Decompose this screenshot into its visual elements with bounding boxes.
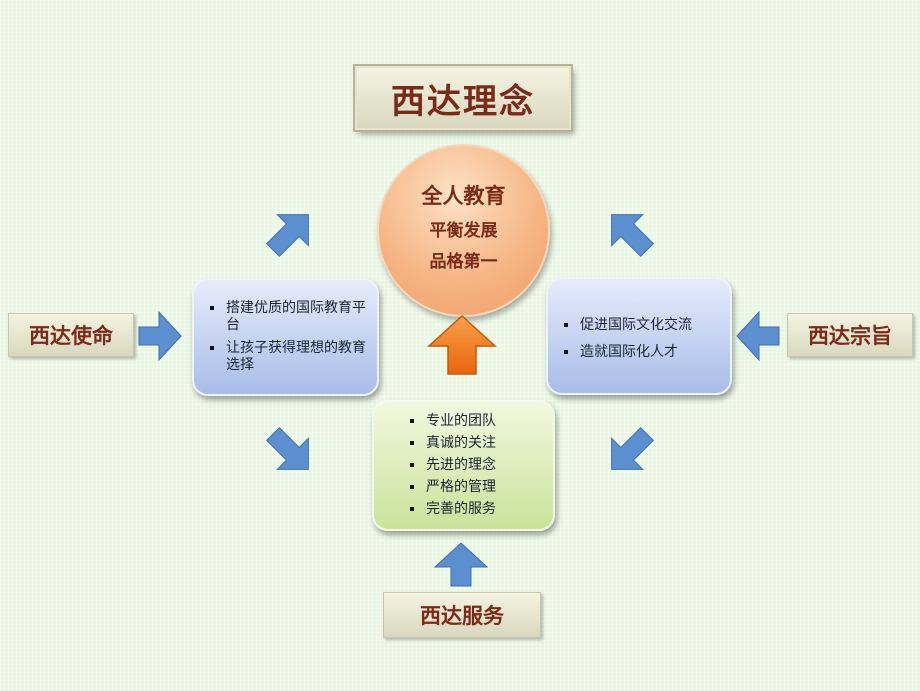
service-item: 严格的管理 [406,479,547,496]
service-item: 专业的团队 [406,413,547,430]
service-item: 完善的服务 [406,501,547,518]
service-item: 真诚的关注 [406,435,547,452]
purpose-item: 造就国际化人才 [560,344,722,361]
orange-arrow-up-icon [427,314,497,375]
center-line-2: 品格第一 [429,252,498,272]
service-card: 专业的团队 真诚的关注 先进的理念 严格的管理 完善的服务 [372,400,555,531]
arrow-down-right-icon [265,426,309,470]
purpose-label: 西达宗旨 [808,324,892,348]
purpose-card: 促进国际文化交流 造就国际化人才 [546,277,732,395]
service-label: 西达服务 [420,604,504,628]
arrow-right-icon [138,310,182,362]
diagram-title: 西达理念 [391,81,535,122]
arrow-up-icon [433,542,489,587]
arrow-left-icon [736,310,780,362]
purpose-item: 促进国际文化交流 [560,317,722,334]
service-label-box: 西达服务 [383,592,541,638]
arrow-up-right-icon [265,214,309,258]
mission-item: 让孩子获得理想的教育选择 [206,340,367,374]
mission-item: 搭建优质的国际教育平台 [206,300,367,334]
center-title: 全人教育 [421,184,506,208]
purpose-label-box: 西达宗旨 [787,313,913,357]
service-item: 先进的理念 [406,457,547,474]
arrow-up-left-icon [611,214,655,258]
mission-card: 搭建优质的国际教育平台 让孩子获得理想的教育选择 [192,278,379,396]
center-line-1: 平衡发展 [429,221,498,241]
mission-label-box: 西达使命 [8,313,134,357]
center-circle: 全人教育 平衡发展 品格第一 [377,144,550,317]
arrow-down-left-icon [611,426,655,470]
title-box: 西达理念 [355,66,571,130]
mission-label: 西达使命 [29,324,113,348]
